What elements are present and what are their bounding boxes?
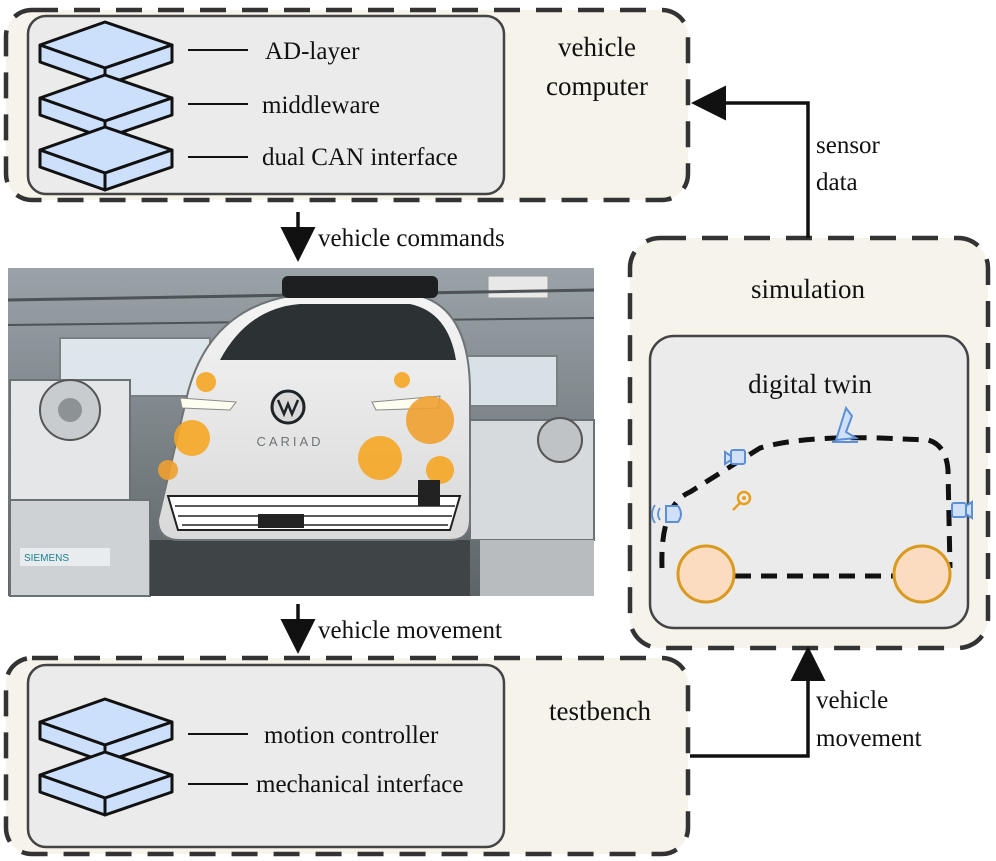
rear-camera-sensor-icon bbox=[724, 449, 746, 466]
digital-twin-title: digital twin bbox=[748, 369, 872, 399]
vehicle-movement-up-arrow: vehicle movement bbox=[690, 646, 922, 758]
vehicle-computer-title-line1: vehicle bbox=[558, 32, 636, 62]
layer-stack-icon bbox=[38, 20, 174, 192]
dual-can-interface-label: dual CAN interface bbox=[262, 144, 458, 171]
simulation-panel: simulation digital twin bbox=[627, 235, 991, 651]
testbench-panel: motion controller mechanical interface t… bbox=[3, 655, 691, 857]
testbench-layer-stack-icon bbox=[38, 697, 174, 817]
vehicle-movement-up-label-line2: movement bbox=[816, 725, 922, 752]
radar-sensor-icon bbox=[651, 504, 682, 524]
vehicle-movement-down-arrow: vehicle movement bbox=[280, 604, 502, 654]
vehicle-commands-label: vehicle commands bbox=[318, 225, 505, 252]
mechanical-interface-layer-icon bbox=[38, 750, 174, 817]
ad-layer-label: AD-layer bbox=[265, 38, 360, 65]
rear-wheel-icon bbox=[676, 544, 736, 604]
front-camera-sensor-icon bbox=[951, 500, 973, 520]
vehicle-testbench-photo: SIEMENS CARIAD bbox=[7, 268, 595, 597]
vehicle-movement-down-label: vehicle movement bbox=[318, 617, 502, 644]
middleware-label: middleware bbox=[262, 92, 380, 119]
sensor-data-label-line1: sensor bbox=[816, 132, 881, 159]
vehicle-computer-panel: AD-layer middleware dual CAN interface v… bbox=[3, 7, 691, 203]
front-wheel-icon bbox=[892, 544, 952, 604]
vehicle-movement-up-label-line1: vehicle bbox=[816, 687, 888, 714]
gps-sensor-icon bbox=[732, 490, 752, 511]
lidar-sensor-icon bbox=[832, 405, 860, 443]
testbench-title: testbench bbox=[549, 696, 651, 726]
vehicle-computer-title-line2: computer bbox=[546, 71, 648, 101]
can-interface-layer-icon bbox=[38, 125, 174, 192]
simulation-title: simulation bbox=[751, 274, 865, 304]
sensor-data-arrow: sensor data bbox=[691, 85, 881, 238]
sensor-data-label-line2: data bbox=[816, 169, 858, 196]
vehicle-commands-arrow: vehicle commands bbox=[280, 212, 505, 262]
motion-controller-label: motion controller bbox=[264, 722, 439, 749]
motion-controller-layer-icon bbox=[38, 697, 174, 764]
ad-layer-icon bbox=[38, 20, 174, 87]
mechanical-interface-label: mechanical interface bbox=[256, 771, 464, 798]
siemens-sign: SIEMENS bbox=[24, 553, 69, 564]
cariad-badge: CARIAD bbox=[256, 434, 323, 449]
